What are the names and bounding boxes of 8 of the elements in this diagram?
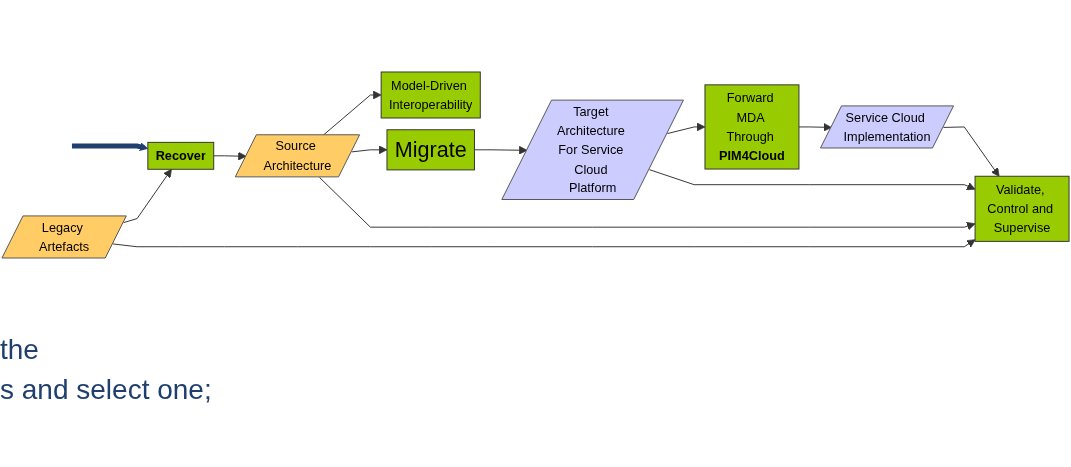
node-box: Model-Driven Interoperability (380, 71, 481, 119)
node-box: Recover (147, 141, 215, 170)
slide-text: s and select one; (0, 373, 212, 407)
arrow (71, 142, 149, 151)
node-box: Validate, Control and Supervise (974, 175, 1070, 242)
slide-text: the (0, 333, 39, 367)
node-box: Migrate (386, 129, 475, 171)
node-box: Forward MDA Through PIM4Cloud (704, 84, 800, 170)
